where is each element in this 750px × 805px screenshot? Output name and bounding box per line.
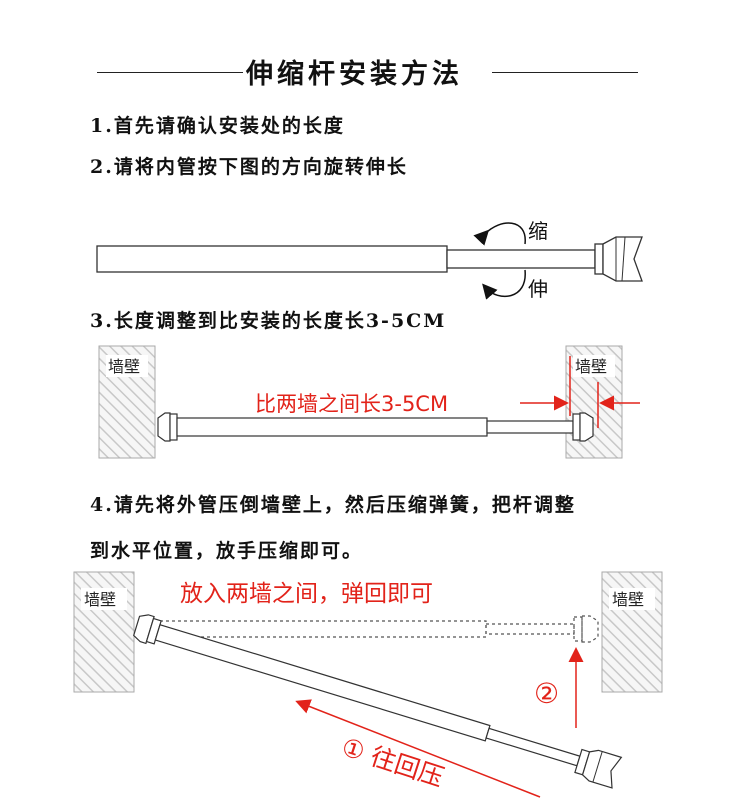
outer-tube bbox=[96, 245, 448, 273]
title-rule-left bbox=[97, 72, 243, 73]
rod-target-outer bbox=[159, 620, 487, 638]
rod-end-left bbox=[157, 412, 171, 442]
step-3-text: 3.长度调整到比安装的长度长3-5CM bbox=[90, 310, 447, 332]
rod-target-end bbox=[581, 615, 599, 643]
install-note: 放入两墙之间，弹回即可 bbox=[180, 581, 433, 607]
rod-tilted bbox=[133, 614, 623, 789]
rod-target-inner bbox=[485, 623, 575, 635]
length-note: 比两墙之间长3-5CM bbox=[255, 392, 448, 416]
extend-label: 伸 bbox=[528, 277, 548, 301]
end-cap bbox=[602, 236, 643, 282]
wall-left-2-label: 墙壁 bbox=[84, 590, 116, 609]
step-4-text-line1: 4.请先将外管压倒墙壁上，然后压缩弹簧，把杆调整 bbox=[90, 494, 576, 516]
rod-inner bbox=[486, 420, 574, 434]
title-bar: 伸缩杆安装方法 bbox=[0, 52, 750, 92]
rod-end-right bbox=[579, 412, 594, 442]
press-back-label: ① 往回压 bbox=[338, 732, 447, 792]
rotate-arrow-top bbox=[473, 222, 526, 246]
page-title: 伸缩杆安装方法 bbox=[246, 59, 463, 90]
diagram-install: 墙壁 墙壁 放入两墙之间，弹回即可 ② ① 往回压 bbox=[73, 571, 663, 798]
wall-right-2-label: 墙壁 bbox=[612, 590, 644, 609]
step-1-text: 1.首先请确认安装处的长度 bbox=[90, 115, 345, 137]
step2-marker: ② bbox=[534, 677, 559, 710]
rotate-arrow-bottom bbox=[482, 269, 526, 300]
wall-left-label: 墙壁 bbox=[108, 357, 140, 376]
title-rule-right bbox=[492, 72, 638, 73]
end-ring bbox=[594, 243, 604, 275]
wall-right-label: 墙壁 bbox=[575, 357, 607, 376]
inner-tube bbox=[446, 249, 596, 269]
rod-outer bbox=[176, 417, 488, 437]
step-2-text: 2.请将内管按下图的方向旋转伸长 bbox=[90, 156, 408, 178]
diagram-rotate: 缩 伸 bbox=[96, 219, 643, 301]
step-4-text-line2: 到水平位置，放手压缩即可。 bbox=[90, 540, 364, 562]
diagram-length: 墙壁 墙壁 比两墙之间长3-5CM bbox=[98, 345, 640, 459]
shrink-label: 缩 bbox=[528, 219, 548, 243]
press-back-arrow bbox=[295, 699, 541, 798]
